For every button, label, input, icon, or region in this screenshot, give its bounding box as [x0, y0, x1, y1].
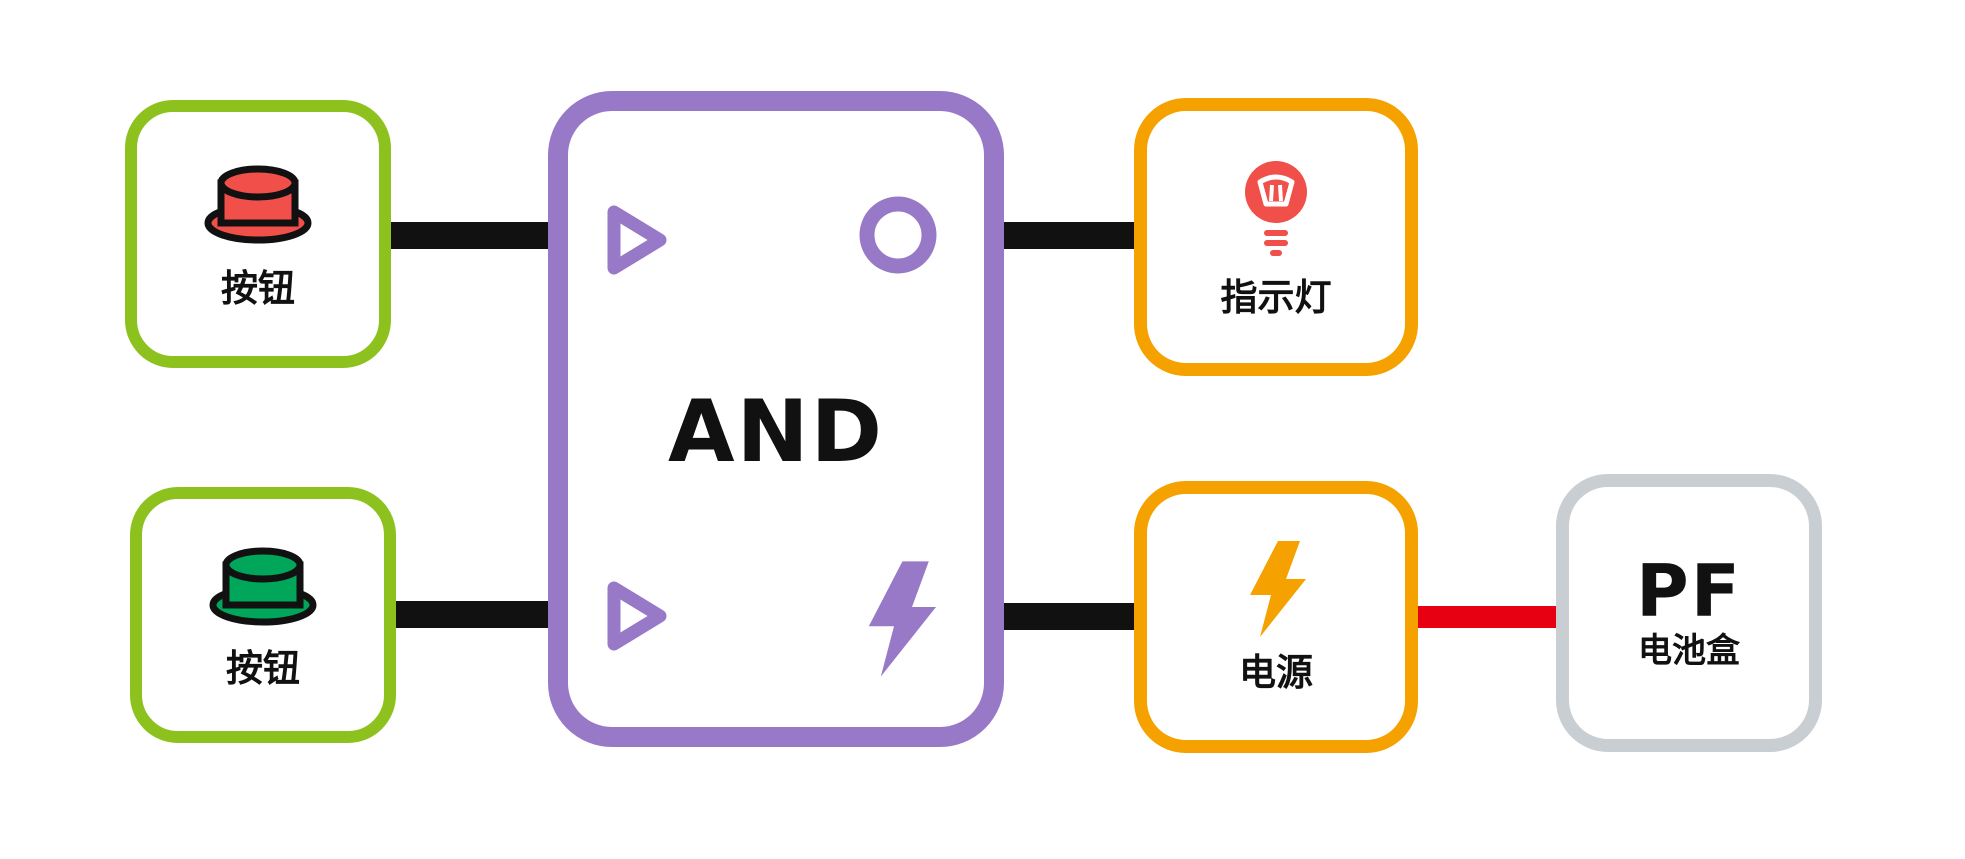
- node-button-bottom-label: 按钮: [226, 646, 300, 690]
- node-indicator: 指示灯: [1134, 98, 1418, 376]
- and-gate-block: AND: [548, 91, 1004, 747]
- wire-gate-to-indicator: [990, 222, 1145, 249]
- push-button-red-icon: [204, 165, 312, 244]
- power-bolt-icon: [1250, 540, 1306, 637]
- gate-power-bolt-icon: [868, 561, 936, 677]
- gate-label: AND: [668, 382, 884, 482]
- node-battery-label: 电池盒: [1638, 630, 1740, 671]
- wire-button-bottom-to-gate: [385, 601, 565, 628]
- node-power: 电源: [1134, 481, 1418, 753]
- push-button-green-icon: [209, 547, 317, 626]
- node-power-label: 电源: [1239, 650, 1313, 694]
- wire-gate-to-power: [990, 603, 1145, 630]
- node-button-bottom: 按钮: [130, 487, 396, 743]
- node-battery-box: PF 电池盒: [1556, 474, 1822, 752]
- bulb-icon: [1245, 160, 1307, 256]
- gate-input-top-triangle-icon: [607, 205, 667, 275]
- gate-output-circle-icon: [859, 196, 937, 274]
- node-indicator-label: 指示灯: [1220, 275, 1332, 319]
- wire-button-top-to-gate: [380, 222, 565, 249]
- node-button-top-label: 按钮: [221, 266, 295, 310]
- wire-power-to-battery: [1408, 606, 1568, 628]
- node-button-top: 按钮: [125, 100, 391, 368]
- battery-box-name: PF: [1636, 548, 1742, 633]
- gate-input-bottom-triangle-icon: [607, 581, 667, 651]
